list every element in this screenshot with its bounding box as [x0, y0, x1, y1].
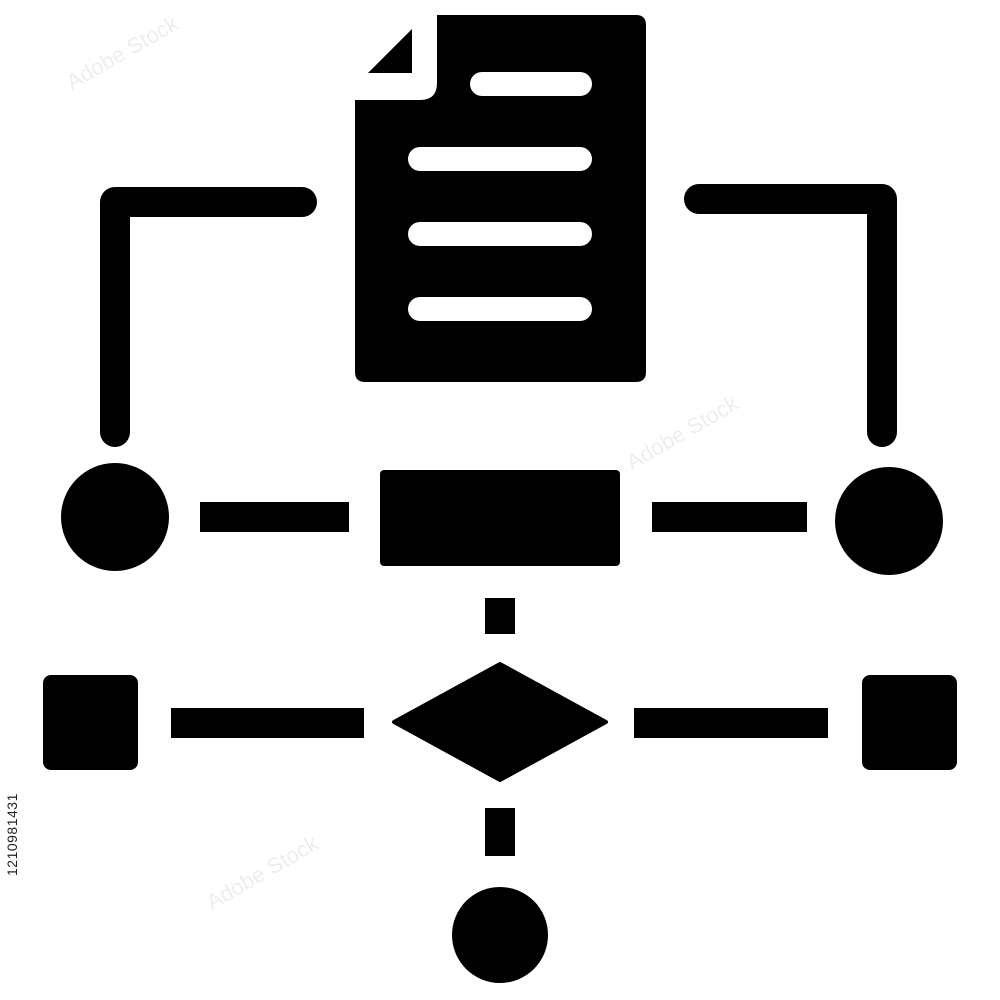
upper-vertical-connector: [485, 598, 515, 634]
document-icon: [355, 15, 646, 382]
document-folded-corner: [368, 29, 412, 73]
left-circle-node: [61, 463, 169, 571]
left-square-node: [43, 675, 138, 770]
bottom-circle-node: [452, 887, 548, 983]
right-square-node: [862, 675, 957, 770]
right-horizontal-connector: [652, 502, 807, 532]
stock-id-label: 1210981431: [4, 793, 20, 877]
right-lower-connector: [634, 708, 828, 738]
left-horizontal-connector: [200, 502, 349, 532]
left-lower-connector: [171, 708, 364, 738]
decision-diamond-node: [392, 662, 608, 782]
right-circle-node: [835, 467, 943, 575]
process-rectangle-node: [380, 470, 620, 566]
lower-vertical-connector: [485, 808, 515, 856]
right-bracket-connector: [684, 184, 897, 447]
left-bracket-connector: [100, 187, 317, 447]
document-page: [355, 15, 646, 382]
